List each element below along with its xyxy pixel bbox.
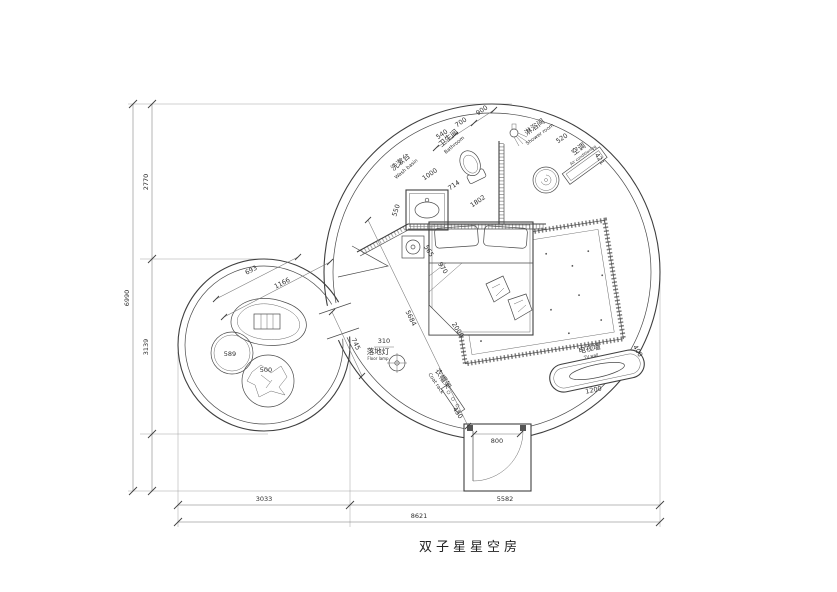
bathroom-wall	[356, 141, 546, 257]
entrance-door-swing	[472, 430, 524, 482]
dim-left-upper: 2770	[142, 174, 150, 191]
dim-bottom-total: 8621	[411, 512, 428, 520]
vanity	[405, 189, 449, 231]
blanket-fold	[428, 304, 460, 336]
bed	[428, 221, 534, 336]
beanbag-icon	[241, 354, 295, 408]
dim-beanbag-dia: 500	[260, 366, 272, 374]
floor-lamp-icon	[387, 353, 407, 373]
dim-stool-dia: 589	[224, 350, 236, 358]
pillow	[434, 225, 479, 249]
sink-icon	[414, 201, 440, 219]
dim-toilet-zone: 714	[446, 179, 461, 193]
dim-lounge-diag-a: 693	[244, 264, 259, 277]
corridor	[312, 245, 389, 345]
cushion	[485, 275, 533, 321]
dim-bottom-right: 5582	[497, 495, 514, 503]
dim-chain-bottom: 3033 5582 8621	[173, 495, 665, 527]
label-tv-wall: 电视墙 TV wall	[577, 341, 602, 360]
floor-lamp-label-en: Floor lamp	[367, 356, 389, 361]
faucet-icon	[424, 197, 430, 203]
tv-wall-label-en: TV wall	[582, 352, 598, 360]
label-washbasin: 洗漱台 Wash basin	[388, 151, 419, 181]
dim-left-lower: 3139	[142, 339, 150, 356]
dim-tv-width: 1200	[585, 384, 603, 395]
dim-bath-seg-b: 700	[453, 116, 468, 130]
label-shower: 淋浴间 Shower room	[522, 116, 555, 147]
interior-dim-lines	[212, 106, 498, 430]
dim-vanity-side: 550	[390, 203, 401, 217]
dim-vanity-width: 1000	[421, 166, 439, 182]
door-jamb	[520, 425, 526, 431]
dim-room-diagonal: 5684	[404, 309, 418, 327]
dim-lamp-offset: 310	[378, 337, 390, 345]
drawing-title: 双子星星空房	[419, 539, 521, 555]
floor-lamp-label-zh: 落地灯	[367, 346, 390, 356]
stool-icon	[210, 331, 254, 375]
tv-wall-label-zh: 电视墙	[577, 341, 602, 356]
dim-bottom-left: 3033	[256, 495, 273, 503]
ac-unit	[561, 146, 608, 185]
dim-lounge-diag-b: 1166	[273, 276, 291, 291]
label-floor-lamp: 落地灯 Floor lamp	[367, 346, 390, 361]
toilet-icon	[459, 150, 487, 184]
door-jamb	[467, 425, 473, 431]
coat-rack-icon	[440, 383, 466, 415]
dim-lounge-neck: 745	[349, 337, 362, 352]
nightstand	[401, 235, 425, 259]
tv-console	[549, 349, 645, 393]
dim-bath-seg-c: 900	[474, 104, 489, 118]
pedestal-icon	[532, 166, 560, 194]
dim-left-total: 6990	[123, 290, 131, 307]
wall-niche	[337, 245, 389, 278]
dim-bath-depth: 1802	[469, 193, 487, 209]
dim-shower-width: 520	[554, 132, 569, 146]
dim-door-width: 800	[491, 437, 503, 445]
dim-chain-left: 2770 3139 6990	[123, 99, 157, 496]
extension-lines	[128, 103, 661, 527]
shower-head-icon	[509, 123, 528, 147]
lounge-room-wall	[177, 258, 351, 432]
entrance-vestibule: 800	[463, 423, 532, 492]
